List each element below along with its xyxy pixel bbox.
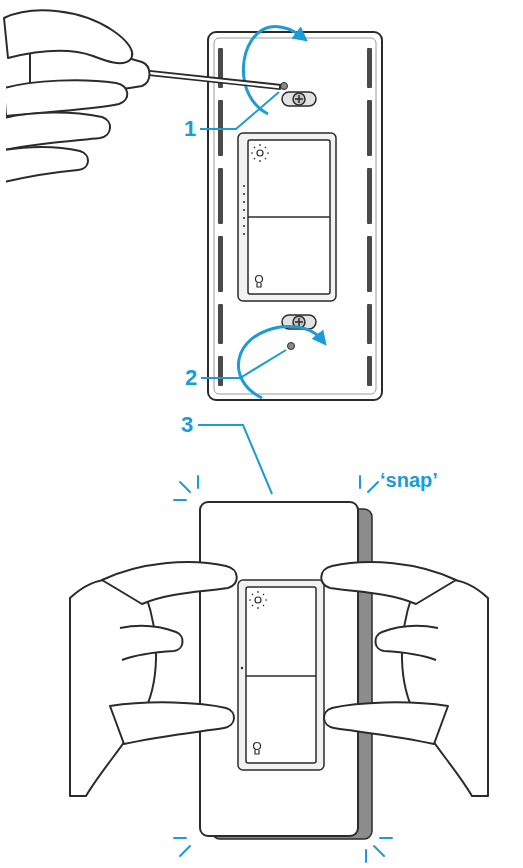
callout-number: 3 xyxy=(181,414,193,436)
callout-number: 2 xyxy=(185,367,197,389)
faceplate xyxy=(200,502,372,839)
hand xyxy=(321,562,488,796)
snap-burst xyxy=(174,476,392,862)
callout-number: 1 xyxy=(184,118,196,140)
screwdriver-hand xyxy=(4,10,281,190)
adapter-plate xyxy=(208,32,382,400)
hand xyxy=(70,562,237,796)
leader-line xyxy=(198,92,286,494)
sound-label: ‘snap’ xyxy=(380,470,438,490)
